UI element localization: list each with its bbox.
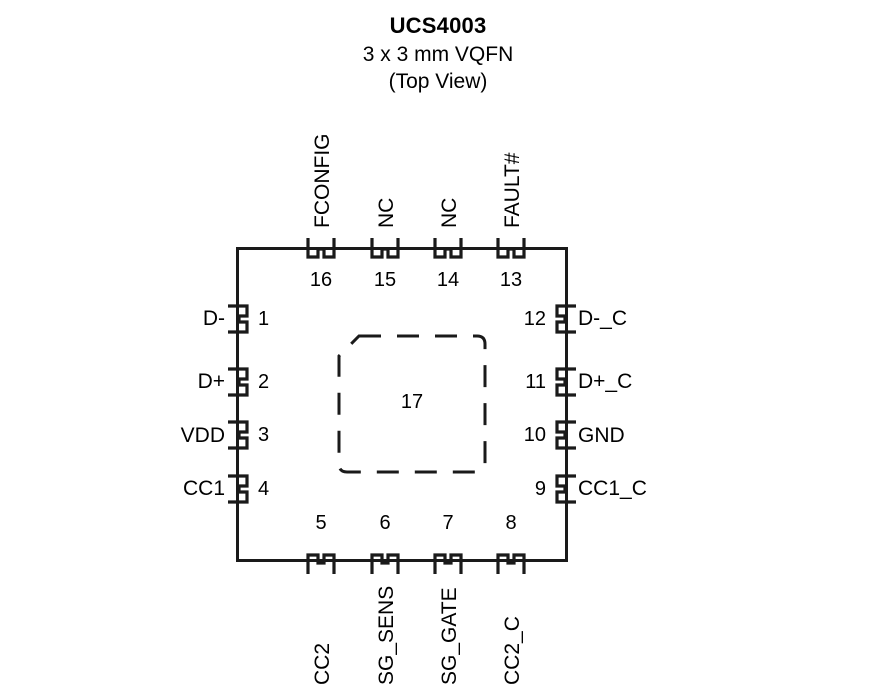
pin-label-d-minus-c: D-_C — [578, 307, 628, 330]
pin-label-cc2: CC2 — [311, 642, 334, 685]
pin-number-1: 1 — [258, 308, 270, 330]
pin-pad-11 — [554, 366, 576, 398]
pin-label-d-plus-c: D+_C — [578, 370, 633, 393]
pin-pad-1 — [228, 303, 250, 335]
pin-number-12: 12 — [523, 308, 546, 330]
pin-label-sg-gate: SG_GATE — [438, 587, 461, 685]
pin-number-3: 3 — [258, 424, 270, 446]
pin-pad-9 — [554, 473, 576, 505]
pin-number-11: 11 — [525, 371, 546, 393]
pin-label-cc1: CC1 — [182, 477, 225, 500]
pin-number-15: 15 — [373, 269, 397, 291]
pin-label-vdd: VDD — [180, 424, 225, 447]
pin-label-cc2-c: CC2_C — [501, 616, 524, 685]
package-body-outline — [236, 247, 568, 562]
pin-number-6: 6 — [379, 512, 391, 534]
pin-number-16: 16 — [309, 269, 333, 291]
pin-label-nc-15: NC — [375, 197, 398, 228]
pin-label-sg-sens: SG_SENS — [375, 585, 398, 685]
pin-label-nc-14: NC — [438, 197, 461, 228]
pin-label-cc1-c: CC1_C — [578, 477, 647, 500]
pin-pad-10 — [554, 419, 576, 451]
pin-label-d-plus: D+ — [197, 370, 225, 393]
pin-label-d-minus: D- — [202, 307, 225, 330]
pin-pad-6 — [369, 552, 401, 574]
pin-number-10: 10 — [523, 424, 546, 446]
pin-number-7: 7 — [442, 512, 454, 534]
pin-pad-15 — [369, 238, 401, 260]
pin-pad-7 — [432, 552, 464, 574]
pin-number-9: 9 — [534, 478, 546, 500]
pin-label-gnd: GND — [578, 424, 625, 447]
view-orientation: (Top View) — [388, 69, 488, 93]
diagram-title: UCS4003 3 x 3 mm VQFN (Top View) — [0, 12, 876, 95]
part-number: UCS4003 — [389, 13, 487, 38]
pin-pad-8 — [495, 552, 527, 574]
pin-pad-13 — [495, 238, 527, 260]
pin-number-4: 4 — [258, 478, 270, 500]
pin-pad-14 — [432, 238, 464, 260]
pin-number-13: 13 — [499, 269, 523, 291]
pin-label-fconfig: FCONFIG — [311, 133, 334, 229]
pin-pad-3 — [228, 419, 250, 451]
pin-pad-12 — [554, 303, 576, 335]
package-type: 3 x 3 mm VQFN — [362, 42, 514, 66]
pin-pad-16 — [305, 238, 337, 260]
pin-pad-4 — [228, 473, 250, 505]
pin-number-5: 5 — [315, 512, 327, 534]
pin-pad-5 — [305, 552, 337, 574]
pin-pad-2 — [228, 366, 250, 398]
pin-number-8: 8 — [505, 512, 517, 534]
pin-number-14: 14 — [436, 269, 460, 291]
pin-label-fault: FAULT# — [501, 152, 524, 228]
thermal-pad-outline — [337, 334, 487, 474]
pin-number-2: 2 — [258, 371, 270, 393]
thermal-pad-number: 17 — [400, 391, 424, 413]
